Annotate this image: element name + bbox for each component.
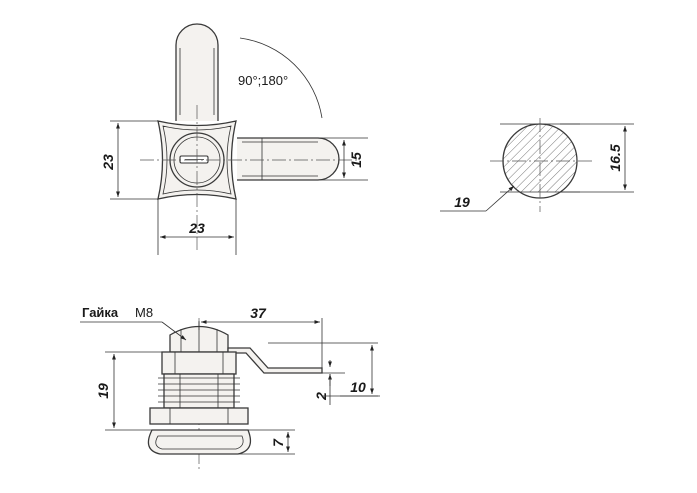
dim-lever-thickness-label: 2 [313,392,329,401]
nut-leader [161,321,187,341]
rotation-arc [239,37,323,119]
thread-lines [158,377,240,403]
base-flange [147,429,252,455]
nut-label: Гайка [82,305,119,320]
dim-section-width-label: 19 [454,194,470,210]
lower-nut [149,407,249,425]
rotation-label: 90°;180° [238,73,288,88]
dim-base-label: 7 [270,438,286,447]
side-view: Гайка M8 37 19 2 10 7 [80,305,380,470]
dim-height-label: 23 [100,154,116,171]
lever-horizontal [237,137,340,181]
dim-section-height-label: 16.5 [607,144,623,171]
nut-band [161,351,237,375]
dim-lever-width-label: 15 [348,152,364,168]
lever-side [227,347,323,374]
threaded-body [163,373,235,409]
dim-side-height-label: 19 [95,383,111,399]
section-view: 16.5 19 [440,118,634,212]
nut-size-label: M8 [135,305,153,320]
top-view: 90°;180° 23 23 15 [100,23,368,255]
dim-lever-offset-label: 10 [350,379,366,395]
dim-width-label: 23 [188,220,205,236]
lever-vertical [175,23,219,121]
dim-lever-length-label: 37 [250,305,267,321]
